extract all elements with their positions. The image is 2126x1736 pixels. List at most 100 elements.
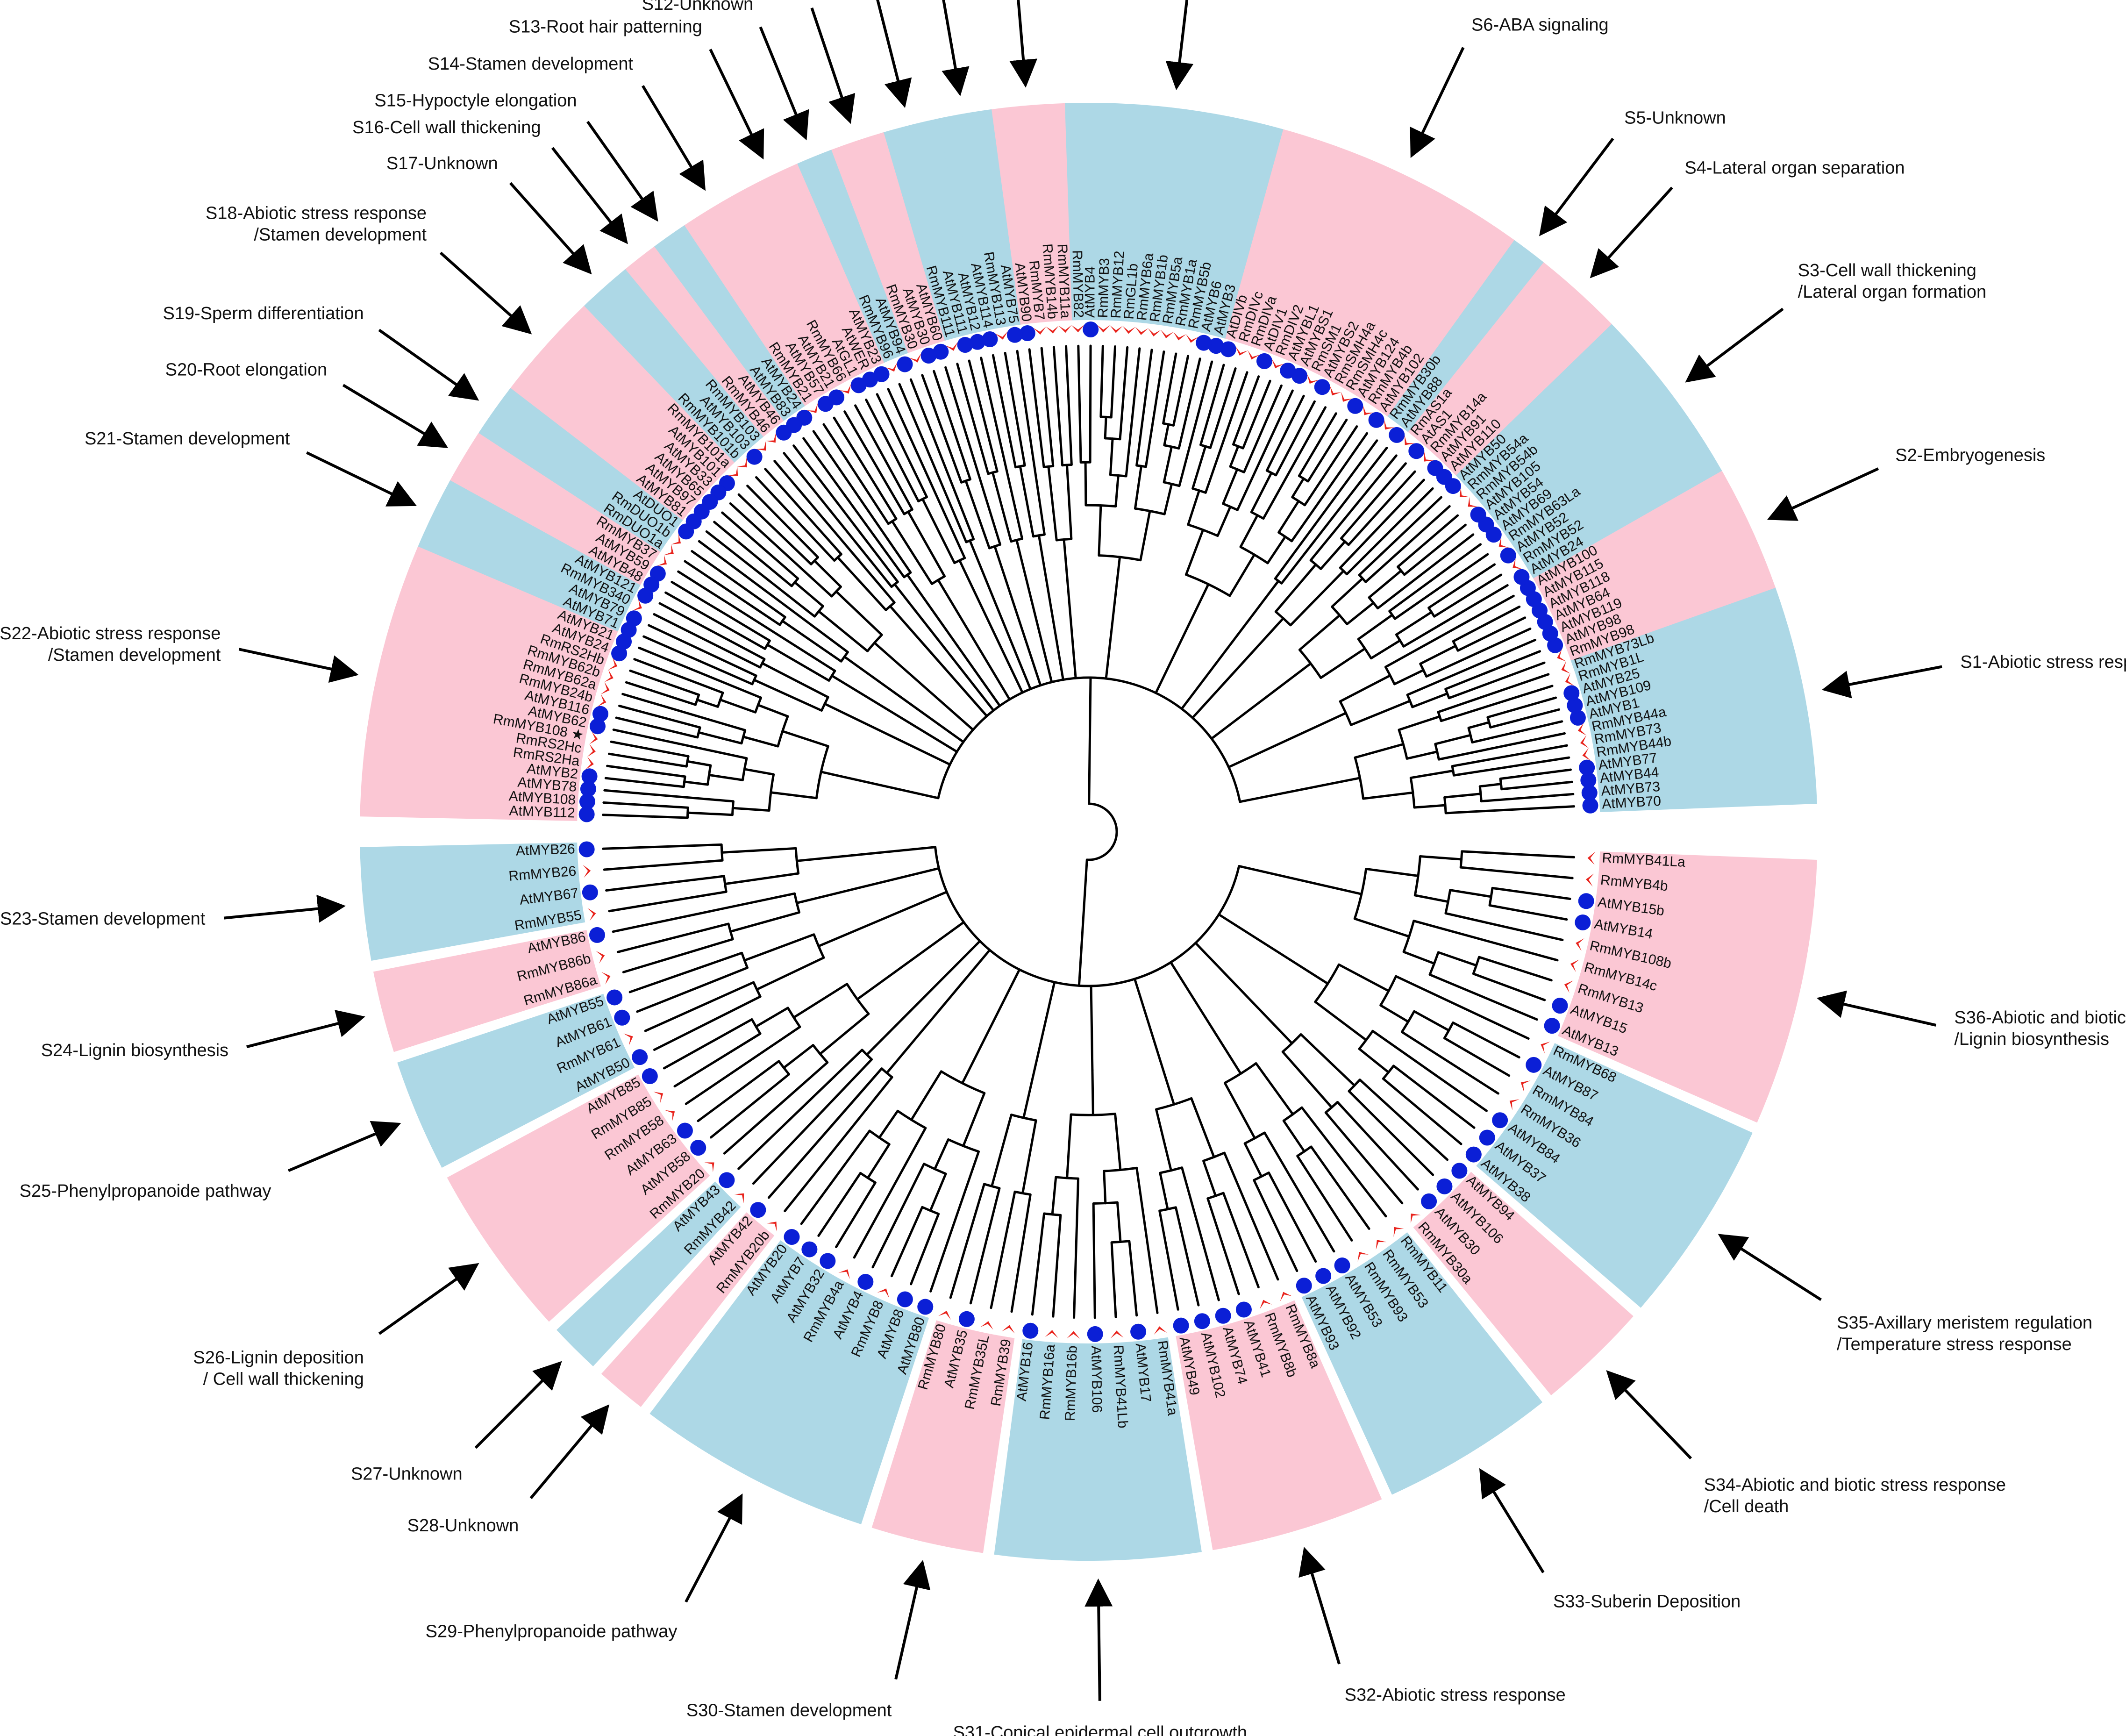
rose-marker <box>980 1321 993 1330</box>
rose-marker <box>1341 392 1353 402</box>
branch <box>653 995 762 1051</box>
branch <box>1459 866 1574 879</box>
callout-arrow-s29 <box>685 1493 743 1603</box>
branch <box>761 662 829 699</box>
band-s3 <box>1455 322 1722 579</box>
rose-marker <box>1582 748 1591 761</box>
branch <box>1031 1212 1046 1316</box>
branch <box>1290 432 1369 543</box>
branch <box>618 705 701 729</box>
arabidopsis-marker <box>642 1068 658 1085</box>
branch <box>887 388 966 559</box>
branch <box>721 511 799 580</box>
branch <box>835 1181 877 1249</box>
branch <box>1267 1172 1317 1263</box>
branch <box>1128 1240 1138 1317</box>
rose-marker <box>1587 851 1596 865</box>
branch <box>1155 616 1194 694</box>
branch <box>683 780 709 786</box>
arabidopsis-marker <box>920 348 937 364</box>
branch <box>833 416 898 520</box>
branch <box>930 651 988 717</box>
branch <box>1437 732 1566 761</box>
branch <box>956 363 990 475</box>
branch <box>1202 1159 1217 1197</box>
band-s23 <box>360 843 585 961</box>
branch <box>766 643 830 682</box>
branch <box>1065 464 1073 540</box>
branch <box>1239 514 1259 548</box>
arabidopsis-marker <box>1347 398 1363 414</box>
subgroup-label-s31: S31-Conical epidermal cell outgrowth <box>953 1723 1247 1736</box>
branch <box>1339 674 1391 703</box>
branch <box>1280 447 1388 585</box>
branch <box>1368 569 1403 599</box>
branch <box>1063 538 1070 596</box>
branch <box>1274 439 1378 580</box>
branch <box>1232 375 1260 446</box>
branch <box>1310 1145 1370 1230</box>
branch <box>1252 1002 1293 1045</box>
branch <box>820 771 857 781</box>
branch <box>1103 1170 1107 1205</box>
branch <box>1443 793 1482 799</box>
branch <box>1425 628 1532 678</box>
branch <box>1411 692 1448 708</box>
branch <box>965 626 1011 701</box>
branch <box>1037 534 1050 598</box>
arabidopsis-marker <box>1563 685 1580 701</box>
arabidopsis-marker <box>1436 1178 1453 1194</box>
rose-marker <box>1557 649 1567 662</box>
rose-marker <box>1307 374 1319 384</box>
rose-marker <box>1357 1251 1369 1262</box>
branch <box>894 921 965 973</box>
branch <box>783 1044 814 1069</box>
branch <box>1067 593 1077 679</box>
branch <box>929 1172 947 1212</box>
branch <box>603 859 724 871</box>
arabidopsis-marker <box>690 1140 706 1156</box>
subgroup-label-s18: /Stamen development <box>254 225 427 244</box>
branch <box>1022 1063 1037 1119</box>
branch <box>835 590 883 636</box>
rose-marker <box>1058 325 1072 333</box>
branch <box>673 1032 762 1088</box>
arabidopsis-marker <box>1479 1129 1495 1146</box>
arabidopsis-marker <box>1194 1313 1210 1329</box>
arabidopsis-marker <box>1083 321 1099 338</box>
branch <box>1451 744 1568 768</box>
rose-marker <box>756 441 766 451</box>
branch <box>663 1018 753 1070</box>
branch <box>893 583 943 646</box>
rose-marker <box>589 731 598 744</box>
branch <box>1393 553 1489 620</box>
branch <box>865 398 920 503</box>
branch <box>628 951 743 993</box>
branch <box>1163 423 1170 447</box>
branch <box>933 370 971 481</box>
arabidopsis-marker <box>933 343 949 360</box>
subgroup-color-bands <box>360 103 1817 1561</box>
band-s35 <box>1476 1043 1753 1308</box>
subgroup-label-s13: S13-Root hair patterning <box>509 17 702 37</box>
branch <box>685 1026 801 1105</box>
callout-arrow-s3 <box>1685 307 1784 383</box>
branch <box>719 698 757 714</box>
branch <box>1444 805 1576 814</box>
branch <box>1353 917 1411 938</box>
branch <box>1452 605 1521 643</box>
branch <box>1223 1081 1256 1140</box>
branch <box>1461 850 1576 858</box>
rose-marker <box>1154 1326 1167 1335</box>
branch <box>997 610 1032 690</box>
branch <box>1296 1155 1353 1242</box>
branch <box>1242 384 1283 473</box>
branch <box>1298 412 1337 477</box>
arabidopsis-marker <box>969 334 985 350</box>
branch <box>1395 611 1433 636</box>
branch <box>889 605 933 654</box>
branch <box>819 1013 870 1055</box>
arabidopsis-marker <box>897 1291 913 1307</box>
subgroup-label-s17: S17-Unknown <box>386 154 498 173</box>
callout-arrow-s5 <box>1539 137 1614 236</box>
